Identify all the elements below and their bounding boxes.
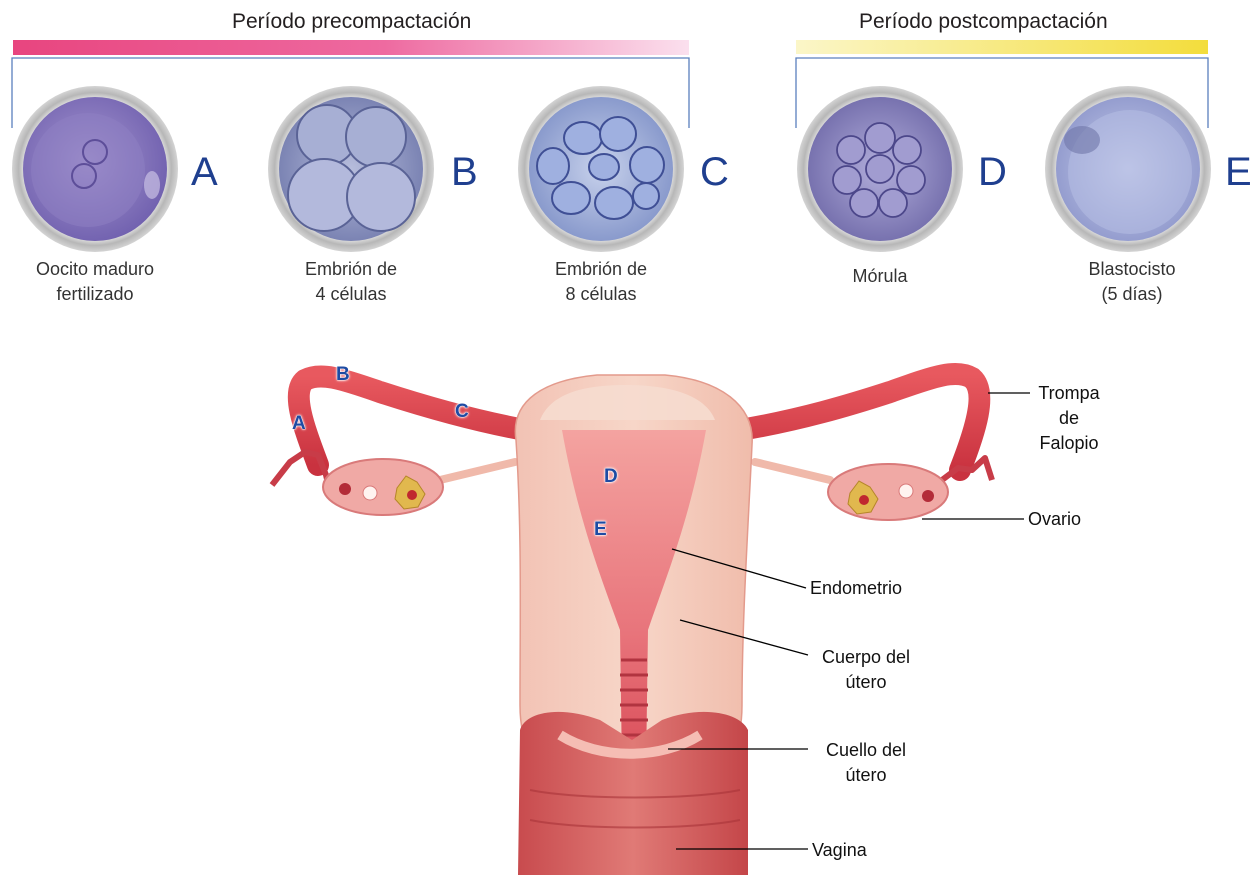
callout-ovario: Ovario bbox=[1028, 507, 1098, 532]
marker-e: E bbox=[594, 519, 607, 541]
stage-letter-b: B bbox=[451, 152, 478, 192]
stage-letter-e: E bbox=[1225, 152, 1252, 192]
marker-b: B bbox=[336, 364, 350, 386]
left-fallopian-tube bbox=[299, 376, 525, 465]
eight-cell-embryo-image bbox=[518, 86, 684, 252]
four-cell-embryo-image bbox=[268, 86, 434, 252]
callout-trompa-de-falopio: Trompa de Falopio bbox=[1024, 381, 1114, 456]
callout-vagina: Vagina bbox=[812, 838, 892, 863]
oocyte-image bbox=[12, 86, 178, 252]
stage-letter-d: D bbox=[978, 152, 1007, 192]
marker-d: D bbox=[604, 466, 618, 488]
stage-caption-a: Oocito maduro fertilizado bbox=[15, 257, 175, 307]
right-fallopian-tube bbox=[740, 374, 979, 470]
stage-letter-c: C bbox=[700, 152, 729, 192]
stage-caption-b: Embrión de 4 células bbox=[271, 257, 431, 307]
stage-caption-c: Embrión de 8 células bbox=[521, 257, 681, 307]
morula-image bbox=[797, 86, 963, 252]
left-ovarian-ligament bbox=[440, 462, 515, 480]
marker-a: A bbox=[292, 413, 306, 435]
callout-cuello-del-utero: Cuello del útero bbox=[806, 738, 926, 788]
post-period-bar bbox=[796, 40, 1208, 54]
marker-c: C bbox=[455, 401, 469, 423]
reproductive-anatomy-illustration bbox=[272, 374, 992, 875]
stage-caption-d: Mórula bbox=[800, 264, 960, 289]
pre-period-bar bbox=[13, 40, 689, 55]
right-ovarian-ligament bbox=[755, 462, 830, 480]
callout-cuerpo-del-utero: Cuerpo del útero bbox=[806, 645, 926, 695]
callout-endometrio: Endometrio bbox=[810, 576, 930, 601]
right-ovary bbox=[828, 464, 948, 520]
left-ovary bbox=[323, 459, 443, 515]
blastocyst-image bbox=[1045, 86, 1211, 252]
stage-letter-a: A bbox=[191, 152, 218, 192]
stage-caption-e: Blastocisto (5 días) bbox=[1057, 257, 1207, 307]
